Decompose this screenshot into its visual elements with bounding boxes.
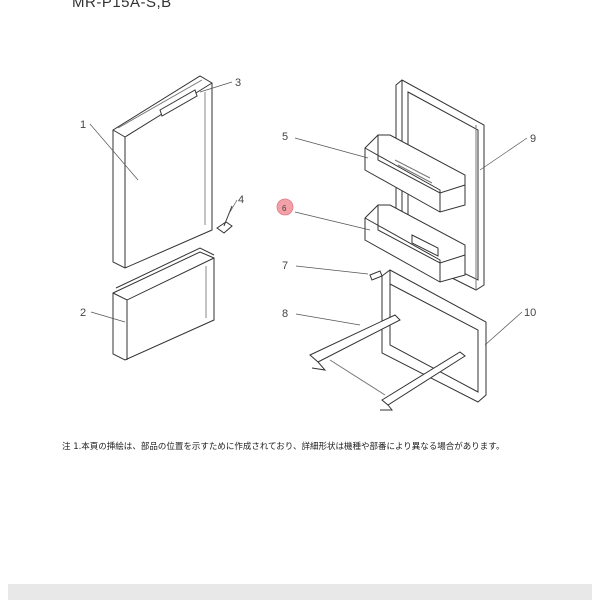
part-number-9: 9	[530, 133, 536, 145]
part-1-upper-door	[112, 75, 213, 269]
part-number-2: 2	[80, 307, 86, 319]
footer-bar	[8, 584, 592, 600]
leader-lines	[89, 123, 528, 346]
part-number-3: 3	[235, 77, 241, 89]
part-number-5: 5	[282, 131, 288, 143]
part-number-1: 1	[80, 119, 86, 131]
part-number-10: 10	[524, 307, 536, 319]
part-number-4: 4	[238, 194, 244, 206]
part-2-lower-door	[112, 247, 215, 361]
part-number-6: 6	[282, 204, 287, 213]
illustration-note: 注 1.本頁の挿絵は、部品の位置を示すために作成されており、詳細形状は機種や部番…	[62, 442, 505, 452]
part-6-highlight-marker[interactable]	[276, 198, 294, 216]
page-title: MR-P15A-S,B	[72, 0, 172, 11]
part-7-screw	[369, 270, 383, 281]
part-5-upper-door-pocket	[364, 134, 466, 213]
part-6-lower-door-pocket	[364, 204, 466, 283]
part-10-lower-frame	[381, 269, 487, 403]
part-number-7: 7	[282, 260, 288, 272]
part-number-8: 8	[282, 308, 288, 320]
part-4-clip	[216, 199, 238, 234]
part-8-rail	[309, 314, 466, 411]
